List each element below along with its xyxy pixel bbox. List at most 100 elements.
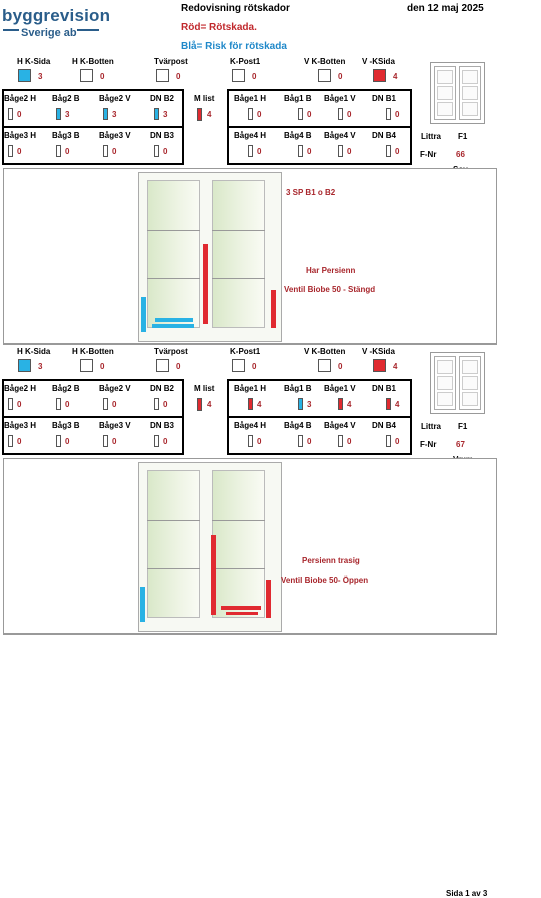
section-divider xyxy=(3,344,497,345)
window-thumbnail-pane xyxy=(437,102,453,116)
damage-note: Ventil Biobe 50- Öppen xyxy=(281,576,369,585)
frame-part-label: Båg2 B xyxy=(52,384,80,393)
frame-part-label: Båge3 V xyxy=(99,131,131,140)
frame-part-indicator xyxy=(248,108,253,120)
legend-red: Röd= Rötskada. xyxy=(181,22,257,33)
top-row-value: 3 xyxy=(38,362,43,371)
top-row-label: V -KSida xyxy=(362,57,395,66)
logo-line-left xyxy=(3,29,19,31)
frame-part-label: DN B1 xyxy=(372,384,397,393)
frame-part-value: 0 xyxy=(347,147,352,156)
frame-part-indicator xyxy=(248,398,253,410)
mlist-indicator xyxy=(197,108,202,121)
frame-part-value: 0 xyxy=(163,400,168,409)
top-row-label: H K-Botten xyxy=(72,57,114,66)
frame-part-value: 0 xyxy=(347,110,352,119)
rot-mark xyxy=(203,244,208,324)
frame-part-indicator xyxy=(103,145,108,157)
mlist-value: 4 xyxy=(207,110,212,119)
frame-part-label: Båge1 V xyxy=(324,384,356,393)
window-thumbnail-pane xyxy=(437,360,453,374)
window-sash-bar xyxy=(147,278,200,279)
frame-part-indicator xyxy=(154,108,159,120)
fnr-label: F-Nr xyxy=(420,150,437,159)
top-row-value: 4 xyxy=(393,362,398,371)
frame-part-value: 0 xyxy=(65,437,70,446)
top-row-indicator xyxy=(318,359,331,372)
frame-part-indicator xyxy=(248,435,253,447)
window-thumbnail-sash xyxy=(434,356,456,410)
frame-part-value: 0 xyxy=(112,147,117,156)
frame-part-label: DN B2 xyxy=(150,94,175,103)
top-row-indicator xyxy=(18,359,31,372)
window-sash-bar xyxy=(212,520,265,521)
window-thumbnail-pane xyxy=(437,70,453,84)
frame-part-indicator xyxy=(386,435,391,447)
top-row-indicator xyxy=(18,69,31,82)
window-sash-bar xyxy=(147,568,200,569)
frame-part-indicator xyxy=(338,145,343,157)
litra-value: F1 xyxy=(458,422,468,431)
top-row-label: H K-Sida xyxy=(17,347,51,356)
top-row-indicator xyxy=(156,359,169,372)
top-row-value: 0 xyxy=(100,362,105,371)
risk-mark xyxy=(141,297,146,332)
frame-part-value: 3 xyxy=(307,400,312,409)
frame-part-value: 3 xyxy=(163,110,168,119)
window-sash xyxy=(147,470,200,618)
window-thumbnail-sash xyxy=(434,66,456,120)
frame-part-value: 4 xyxy=(347,400,352,409)
damage-note: Persienn trasig xyxy=(302,556,360,565)
frame-part-indicator xyxy=(248,145,253,157)
frame-part-value: 0 xyxy=(112,400,117,409)
left-frame-divider xyxy=(2,126,184,128)
frame-part-value: 0 xyxy=(395,110,400,119)
frame-part-value: 0 xyxy=(347,437,352,446)
mlist-label: M list xyxy=(194,384,215,393)
frame-part-value: 4 xyxy=(257,400,262,409)
top-row-value: 0 xyxy=(176,362,181,371)
frame-part-indicator xyxy=(298,398,303,410)
logo-line-right xyxy=(77,29,99,31)
window-thumbnail-sash xyxy=(459,66,481,120)
frame-part-label: Båge2 V xyxy=(99,94,131,103)
top-row-label: V K-Botten xyxy=(304,57,346,66)
frame-part-label: DN B4 xyxy=(372,421,397,430)
frame-part-value: 4 xyxy=(395,400,400,409)
frame-part-label: Båge1 H xyxy=(234,94,267,103)
frame-part-label: Båg4 B xyxy=(284,421,312,430)
frame-part-label: Båge1 H xyxy=(234,384,267,393)
top-row-value: 3 xyxy=(38,72,43,81)
right-frame-divider xyxy=(227,416,412,418)
window-thumbnail-pane xyxy=(437,392,453,406)
top-row-label: K-Post1 xyxy=(230,57,261,66)
frame-part-label: Båge4 H xyxy=(234,131,267,140)
frame-part-label: Båge2 H xyxy=(4,94,37,103)
top-row-label: V K-Botten xyxy=(304,347,346,356)
frame-part-indicator xyxy=(103,435,108,447)
damage-note: 3 SP B1 o B2 xyxy=(286,188,336,197)
damage-note: Ventil Biobe 50 - Stängd xyxy=(284,285,376,294)
top-row-label: Tvärpost xyxy=(154,347,188,356)
frame-part-label: Båge2 H xyxy=(4,384,37,393)
window-thumbnail-pane xyxy=(462,392,478,406)
frame-part-value: 0 xyxy=(307,110,312,119)
company-logo: byggrevision xyxy=(2,6,111,25)
window-thumbnail-pane xyxy=(437,376,453,390)
top-row-indicator xyxy=(232,359,245,372)
right-frame-divider xyxy=(227,126,412,128)
frame-part-indicator xyxy=(8,435,13,447)
frame-part-label: DN B2 xyxy=(150,384,175,393)
frame-part-value: 3 xyxy=(112,110,117,119)
frame-part-value: 0 xyxy=(257,437,262,446)
top-row-indicator xyxy=(232,69,245,82)
frame-part-value: 0 xyxy=(163,437,168,446)
litra-label: Littra xyxy=(421,422,441,431)
top-row-value: 0 xyxy=(338,72,343,81)
frame-part-label: Båg3 B xyxy=(52,421,80,430)
mlist-label: M list xyxy=(194,94,215,103)
frame-part-value: 0 xyxy=(65,147,70,156)
frame-part-value: 3 xyxy=(65,110,70,119)
frame-part-indicator xyxy=(103,398,108,410)
mlist-indicator xyxy=(197,398,202,411)
